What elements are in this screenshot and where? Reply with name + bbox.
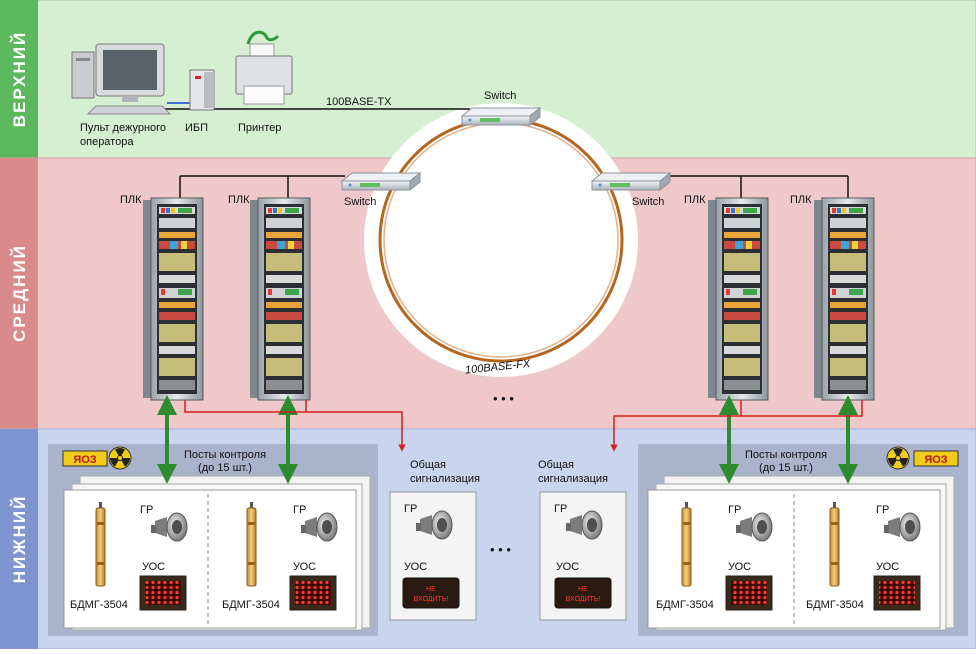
post-gr-2: ГР: [293, 504, 306, 516]
printer-label: Принтер: [238, 122, 281, 134]
lan-line: 100BASE-TX: [120, 96, 470, 110]
alarm-right-sign2: ВХОДИТЬ!: [566, 596, 601, 603]
alarm-right-gr: ГР: [554, 503, 567, 515]
level-bottom-label: НИЖНИЙ: [10, 495, 29, 584]
level-top-label: ВЕРХНИЙ: [10, 31, 29, 127]
ups-device: ИБП: [185, 69, 215, 134]
switch-right: Switch: [591, 172, 671, 208]
operator-console: Пульт дежурного оператора: [71, 43, 172, 148]
alarm-left-line2: сигнализация: [410, 473, 480, 485]
ups-label: ИБП: [185, 122, 208, 134]
post-uos-1: УОС: [142, 561, 165, 573]
fiber-ring: 100BASE-FX: [364, 103, 638, 377]
alarm-left-sign2: ВХОДИТЬ!: [414, 596, 449, 603]
switch-left: Switch: [341, 172, 421, 208]
plc-bus-lines: [179, 175, 849, 200]
switch-top: Switch: [461, 90, 541, 126]
level-middle-label: СРЕДНИЙ: [10, 244, 29, 342]
plc-rack-1: ПЛК: [120, 194, 204, 401]
plc-label-1: ПЛК: [120, 194, 142, 206]
post-gr-3: ГР: [728, 504, 741, 516]
plc-rack-3: ПЛК: [684, 194, 769, 401]
alarm-left-gr: ГР: [404, 503, 417, 515]
post-detector-3: БДМГ-3504: [656, 599, 714, 611]
post-gr-1: ГР: [140, 504, 153, 516]
bottom-ellipsis: • • •: [490, 542, 511, 557]
printer-device: Принтер: [235, 30, 293, 134]
post-uos-4: УОС: [876, 561, 899, 573]
alarm-right-sign1: НЕ: [578, 586, 588, 593]
plc-label-3: ПЛК: [684, 194, 706, 206]
post-detector-2: БДМГ-3504: [222, 599, 280, 611]
plc-rack-2: ПЛК: [228, 194, 311, 401]
switch-left-label: Switch: [344, 196, 376, 208]
post-badge-right: ЯОЗ: [924, 454, 947, 466]
alarm-right-uos: УОС: [556, 561, 579, 573]
posts-title-left-1: Посты контроля: [184, 449, 266, 461]
posts-title-right-2: (до 15 шт.): [759, 462, 813, 474]
post-detector-1: БДМГ-3504: [70, 599, 128, 611]
plc-rack-4: ПЛК: [790, 194, 875, 401]
post-uos-3: УОС: [728, 561, 751, 573]
alarm-box-right: Общая сигнализация ГР УОС НЕ ВХОДИТЬ!: [538, 459, 627, 621]
plc-label-4: ПЛК: [790, 194, 812, 206]
posts-title-right-1: Посты контроля: [745, 449, 827, 461]
switch-top-label: Switch: [484, 90, 516, 102]
middle-ellipsis: • • •: [493, 391, 514, 406]
alarm-box-left: Общая сигнализация ГР УОС НЕ ВХОДИТЬ!: [389, 459, 480, 621]
post-detector-4: БДМГ-3504: [806, 599, 864, 611]
lan-label: 100BASE-TX: [326, 96, 392, 108]
post-uos-2: УОС: [293, 561, 316, 573]
post-group-left: ЯОЗ Посты контроля (до 15 шт.) ГР УОС БД…: [48, 444, 378, 636]
console-label-1: Пульт дежурного: [80, 122, 166, 134]
posts-title-left-2: (до 15 шт.): [198, 462, 252, 474]
post-group-right: ЯОЗ Посты контроля (до 15 шт.) ГР УОС БД…: [638, 444, 968, 636]
alarm-right-line2: сигнализация: [538, 473, 608, 485]
alarm-left-sign1: НЕ: [426, 586, 436, 593]
switch-right-label: Switch: [632, 196, 664, 208]
plc-label-2: ПЛК: [228, 194, 250, 206]
alarm-left-line1: Общая: [410, 459, 446, 471]
post-gr-4: ГР: [876, 504, 889, 516]
post-badge-left: ЯОЗ: [73, 454, 96, 466]
alarm-right-line1: Общая: [538, 459, 574, 471]
red-arrows: [184, 400, 863, 452]
console-label-2: оператора: [80, 136, 134, 148]
alarm-left-uos: УОС: [404, 561, 427, 573]
